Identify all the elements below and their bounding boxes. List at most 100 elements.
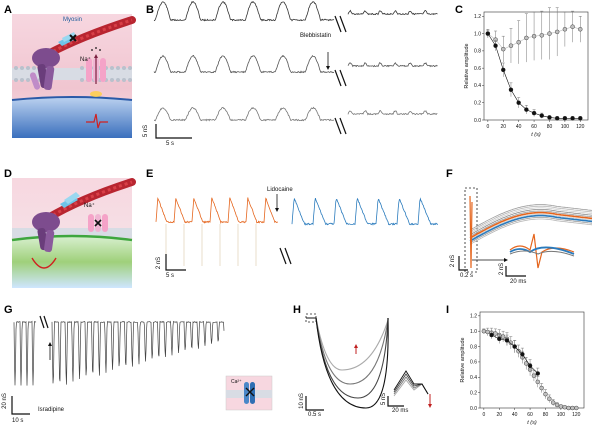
trace-b-2-pre: [153, 54, 335, 74]
chart-i-s0-point-7: [508, 340, 514, 345]
panel-letter-d: D: [4, 168, 12, 180]
scale-y-g: 20 nS: [1, 393, 8, 409]
chart-c-s0-point-9: [554, 29, 560, 35]
break-marks-g: [39, 315, 49, 329]
chart-c-s0-point-3: [508, 43, 514, 48]
trace-f-gray-6: [469, 213, 593, 240]
ca-label-g: Ca²⁺: [231, 379, 242, 385]
chart-c-s0-point-7: [539, 33, 544, 38]
chart-i-xtick-label-5: 100: [557, 412, 566, 418]
trace-b-1-pre: [153, 0, 335, 22]
chart-i-s1-point-5: [527, 363, 533, 368]
panel-letter-h: H: [293, 304, 301, 316]
panel-letter-b: B: [146, 4, 154, 16]
chart-c-s1-point-3: [508, 87, 514, 92]
chart-c-plot-frame: [483, 11, 589, 121]
isradipine-label: Isradipine: [38, 407, 65, 413]
chart-i-s1-point-1: [497, 336, 502, 342]
chart-i-s0-point-13: [531, 373, 537, 378]
panel-f-traces: [458, 187, 593, 277]
lidocaine-label: Lidocaine: [267, 187, 293, 193]
ca-channel-inset: [225, 375, 273, 411]
chart-i-s0-point-5: [500, 334, 506, 339]
chart-c-s0-point-6: [531, 33, 537, 39]
chart-i-s0-point-18: [550, 400, 556, 405]
chart-i-xtick-label-6: 120: [572, 412, 581, 418]
chart-c-xtick-label-5: 100: [561, 124, 570, 130]
trace-g-pre: [13, 320, 37, 386]
chart-i-xtick-label-2: 40: [512, 412, 518, 418]
chart-i-ytick-label-1: 0.2: [470, 390, 477, 396]
chart-c-s1-point-8: [547, 115, 552, 120]
chart-c-ytick-label-3: 0.6: [474, 66, 481, 72]
chart-c-s1-point-2: [501, 67, 506, 73]
scale-y-b: 5 nS: [143, 124, 150, 138]
trace-f-gray-0: [469, 204, 593, 231]
chart-c-s1-point-10: [562, 116, 568, 121]
panel-h-traces: [305, 313, 432, 411]
panel-letter-c: C: [455, 4, 463, 16]
scale-y-h-inset: 5 nS: [381, 392, 388, 406]
panel-a-schematic: [11, 14, 136, 138]
chart-c-s1-point-5: [524, 107, 529, 112]
chart-i-ytick-label-0: 0.0: [470, 406, 477, 412]
chart-c-s1-point-6: [531, 110, 537, 116]
panel-letter-a: A: [4, 4, 12, 16]
chart-i-s1-point-3: [512, 344, 517, 349]
chart-c-s1-point-4: [516, 100, 521, 105]
chart-c-s1-point-7: [539, 113, 544, 118]
trace-h-3: [306, 317, 389, 409]
break-marks-e: [279, 247, 292, 265]
chart-c-ytick-label-2: 0.4: [474, 83, 481, 89]
chart-c-s0-point-10: [562, 27, 568, 32]
trace-e-blue: [291, 197, 439, 226]
chart-i-s0-point-14: [535, 379, 540, 385]
chart-i-s0-point-19: [554, 402, 560, 408]
chart-c-ylabel: Relative amplitude: [464, 43, 470, 88]
chart-c-ytick-label-0: 0.0: [474, 118, 481, 124]
panel-e-traces: [155, 194, 439, 271]
chart-c-ytick-label-5: 1.0: [474, 31, 481, 37]
scale-y-f-inset: 2 nS: [499, 262, 506, 276]
chart-i-s1-point-2: [504, 338, 510, 343]
na-label-d: Na⁺: [84, 203, 95, 209]
chart-i-xlabel: t (s): [527, 420, 537, 426]
panel-d-schematic: [11, 178, 136, 288]
trace-e-orange: [155, 197, 279, 224]
chart-c-s1-point-1: [493, 43, 498, 48]
chart-i-s0-point-23: [570, 405, 575, 411]
trace-b-1-post: [347, 9, 438, 16]
chart-c-xtick-label-6: 120: [576, 124, 585, 130]
chart-c-xlabel: t (s): [531, 132, 541, 138]
chart-i-s0-point-1: [485, 329, 490, 335]
chart-c-ytick-label-6: 1.2: [474, 14, 481, 20]
break-marks-b: [334, 15, 347, 135]
trace-f-gray-4: [469, 210, 593, 237]
trace-g-post: [51, 320, 225, 385]
panel-letter-f: F: [446, 168, 453, 180]
scale-y-h-main: 10 nS: [298, 393, 305, 409]
chart-i-s0-point-15: [539, 385, 544, 391]
chart-c-s1-point-9: [554, 116, 560, 121]
blebbistatin-label: Blebbistatin: [300, 33, 332, 39]
chart-i-s0-point-17: [547, 396, 552, 401]
trace-f-gray-2: [469, 207, 593, 234]
panel-b-traces: [153, 0, 438, 139]
chart-i-s0-point-21: [562, 405, 567, 410]
trace-h-0: [306, 317, 389, 371]
chart-c-ytick-label-4: 0.8: [474, 49, 481, 55]
chart-i-s0-point-3: [493, 331, 498, 336]
trace-f-inset-orange: [509, 233, 575, 269]
chart-i-s0-point-24: [574, 405, 579, 411]
panel-letter-e: E: [146, 168, 154, 180]
chart-i-s1-point-4: [520, 352, 525, 357]
chart-i-xtick-label-3: 60: [527, 412, 533, 418]
chart-i-s1-point-0: [489, 332, 494, 338]
chart-i-s0-point-9: [516, 348, 521, 354]
myosin-label: Myosin: [63, 17, 83, 23]
chart-c-ytick-label-1: 0.2: [474, 101, 481, 107]
trace-b-3-pre: [153, 106, 335, 122]
chart-i-s0-point-0: [481, 329, 487, 334]
chart-c-xtick-label-0: 0: [486, 124, 489, 130]
